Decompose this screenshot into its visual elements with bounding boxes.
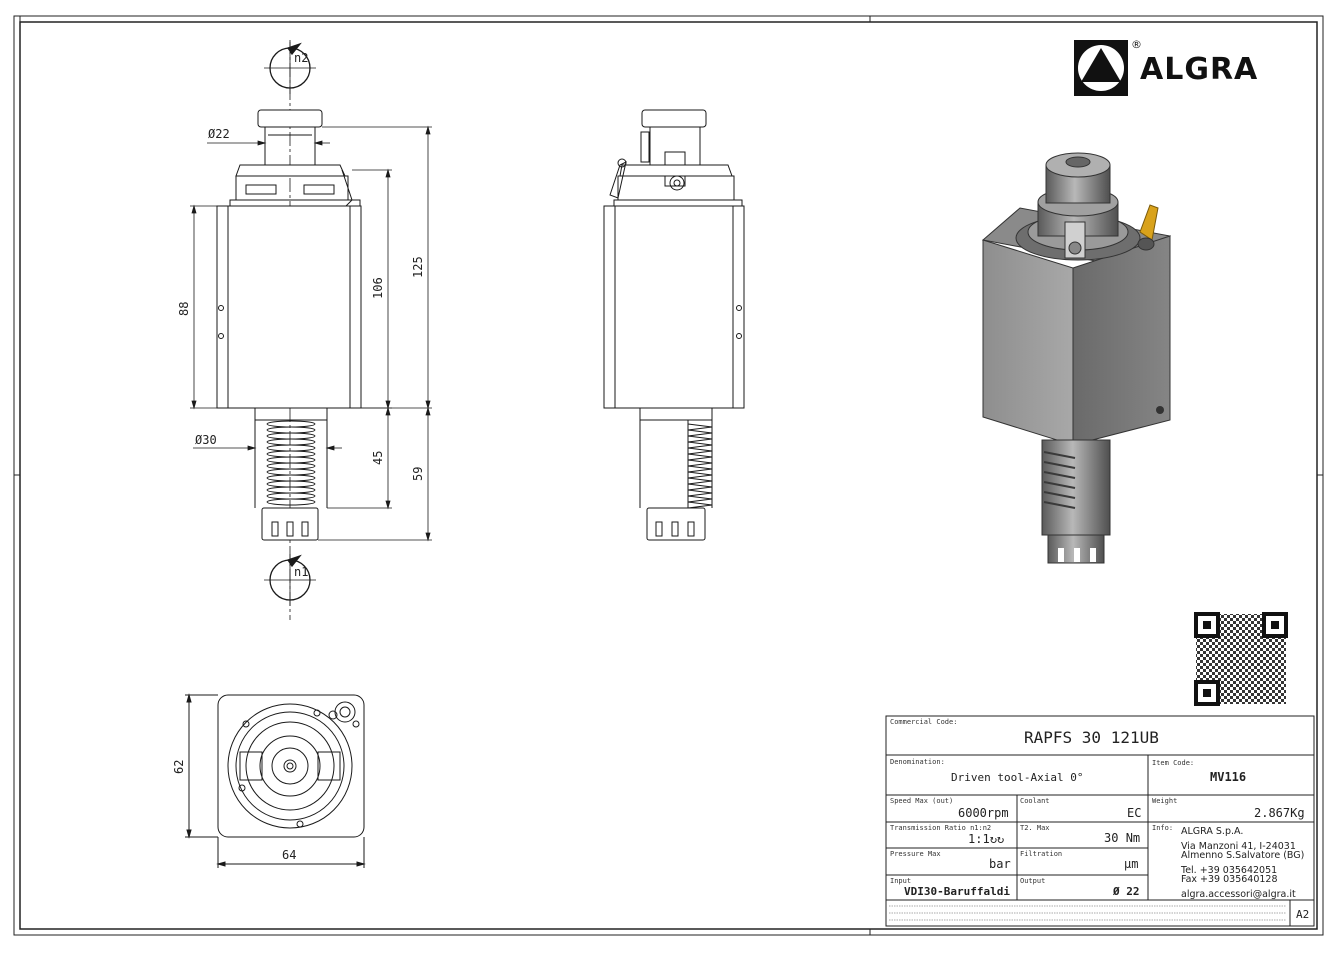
address-line-2: Almenno S.Salvatore (BG)	[1181, 850, 1305, 861]
address-line-1: Via Manzoni 41, I-24031	[1181, 841, 1296, 852]
shank-groove	[266, 444, 316, 452]
dim-64: 64	[282, 848, 296, 862]
torque-label: T2. Max	[1020, 824, 1050, 832]
shank-groove	[266, 426, 316, 434]
shank-groove	[266, 456, 316, 464]
denomination: Driven tool-Axial 0°	[951, 771, 1084, 784]
registered-mark: ®	[1131, 38, 1142, 51]
rotation-n1	[264, 554, 316, 606]
input-label: Input	[890, 877, 912, 885]
speed-value: 6000rpm	[958, 806, 1009, 820]
isometric-render	[981, 152, 1172, 564]
shank-groove	[266, 498, 316, 506]
dim-125: 125	[411, 256, 425, 278]
item-code-label: Item Code:	[1152, 759, 1195, 767]
rotation-n2-label: n2	[294, 51, 308, 65]
shank-groove	[266, 468, 316, 476]
shank-groove	[266, 438, 316, 446]
algra-logo	[1074, 40, 1128, 96]
bottom-view	[185, 693, 366, 868]
fine-print	[889, 905, 1286, 921]
output-value: Ø 22	[1113, 885, 1140, 898]
dimension-lines	[190, 125, 432, 542]
dim-45: 45	[371, 451, 385, 465]
shank-groove	[266, 432, 316, 440]
company-name: ALGRA S.p.A.	[1181, 826, 1244, 837]
pressure-unit: bar	[989, 857, 1011, 871]
rotation-icons: ↻↻	[989, 832, 1005, 846]
brand-name: ALGRA	[1140, 52, 1259, 87]
qr-code	[1194, 612, 1288, 706]
output-label: Output	[1020, 877, 1046, 885]
weight-value: 2.867Kg	[1254, 806, 1305, 820]
rotation-n1-label: n1	[294, 565, 308, 579]
shank-groove	[266, 450, 316, 458]
dim-62: 62	[172, 760, 186, 774]
sheet-frame	[13, 15, 1324, 936]
telephone: Tel. +39 035642051	[1181, 865, 1278, 876]
shank-groove	[266, 492, 316, 500]
item-code: MV116	[1210, 770, 1247, 784]
email-link[interactable]: algra.accessori@algra.it	[1181, 889, 1296, 900]
shank-groove	[266, 420, 316, 428]
denomination-label: Denomination:	[890, 758, 945, 766]
weight-label: Weight	[1152, 797, 1178, 805]
shank-groove	[266, 480, 316, 488]
filtration-label: Filtration	[1020, 850, 1063, 858]
dim-88: 88	[177, 302, 191, 316]
dim-59: 59	[411, 467, 425, 481]
shank-groove	[266, 486, 316, 494]
rotation-n2	[264, 42, 316, 94]
commercial-code: RAPFS 30 121UB	[1024, 728, 1159, 747]
dim-106: 106	[371, 277, 385, 299]
shank-groove	[266, 474, 316, 482]
ratio-label: Transmission Ratio n1:n2	[890, 824, 992, 832]
side-view	[603, 109, 745, 541]
coolant-label: Coolant	[1020, 797, 1050, 805]
input-value: VDI30-Baruffaldi	[904, 885, 1010, 898]
torque-value: 30 Nm	[1104, 831, 1141, 845]
commercial-code-label: Commercial Code:	[890, 718, 958, 726]
info-label: Info:	[1152, 824, 1174, 832]
shank-groove	[266, 462, 316, 470]
ratio-value: 1:1↻↻	[968, 832, 1005, 846]
title-block-grid	[885, 715, 1315, 927]
speed-label: Speed Max (out)	[890, 797, 954, 805]
dim-diameter-30: Ø30	[195, 433, 217, 447]
coolant-value: EC	[1127, 806, 1142, 820]
filtration-unit: μm	[1124, 857, 1139, 871]
sheet-size: A2	[1296, 908, 1310, 921]
front-view	[216, 40, 362, 620]
dim-diameter-22: Ø22	[208, 127, 230, 141]
pressure-label: Pressure Max	[890, 850, 941, 858]
fax: Fax +39 035640128	[1181, 874, 1278, 885]
